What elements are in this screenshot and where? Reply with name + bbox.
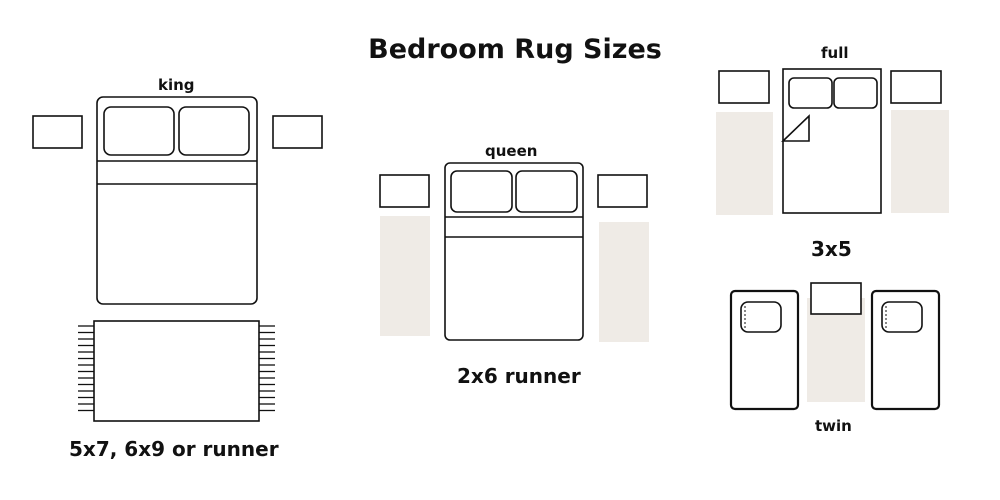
- full-left-rug: [716, 112, 773, 215]
- twin-left-pillow: [740, 301, 782, 333]
- twin-nightstand: [810, 282, 862, 315]
- twin-left-bed: [729, 289, 800, 411]
- full-rug-size-label: 3x5: [811, 237, 852, 261]
- full-group: [716, 68, 949, 215]
- queen-pillow-right: [515, 170, 578, 213]
- twin-center-rug: [807, 298, 865, 402]
- queen-right-runner: [599, 222, 649, 342]
- queen-label: queen: [485, 142, 538, 160]
- full-label: full: [821, 44, 849, 62]
- twin-group: [729, 282, 941, 411]
- queen-rug-size-label: 2x6 runner: [457, 364, 581, 388]
- king-bed: [96, 96, 258, 305]
- queen-left-nightstand: [379, 174, 430, 208]
- king-rug-size-label: 5x7, 6x9 or runner: [69, 437, 279, 461]
- queen-left-runner: [380, 216, 430, 336]
- full-right-nightstand: [890, 70, 942, 104]
- king-group: [32, 96, 323, 422]
- king-pillow-left: [103, 106, 175, 156]
- king-right-nightstand: [272, 115, 323, 149]
- full-pillow-left: [788, 77, 833, 109]
- full-left-nightstand: [718, 70, 770, 104]
- king-rug: [93, 320, 260, 422]
- king-left-nightstand: [32, 115, 83, 149]
- diagram-title: Bedroom Rug Sizes: [368, 34, 662, 65]
- king-rug-fringe-right: [259, 325, 275, 412]
- twin-right-bed: [870, 289, 941, 411]
- queen-right-nightstand: [597, 174, 648, 208]
- king-pillow-right: [178, 106, 250, 156]
- full-blanket-corner-fold: [781, 114, 810, 142]
- king-label: king: [158, 76, 195, 94]
- king-rug-fringe-left: [78, 325, 94, 412]
- queen-bed: [444, 162, 584, 341]
- twin-label: twin: [815, 417, 852, 435]
- queen-pillow-left: [450, 170, 513, 213]
- full-right-rug: [891, 110, 949, 213]
- full-pillow-right: [833, 77, 878, 109]
- twin-right-pillow: [881, 301, 923, 333]
- queen-group: [379, 162, 649, 342]
